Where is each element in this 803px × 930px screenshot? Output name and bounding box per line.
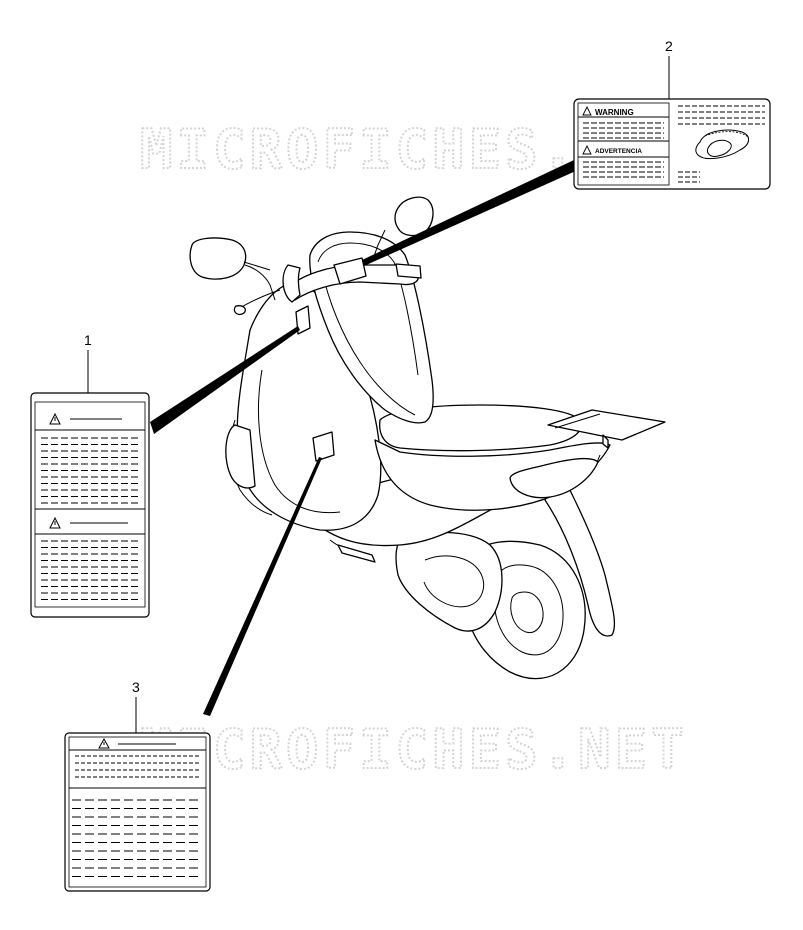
warning-triangle-icon <box>98 737 110 749</box>
leader-line-2 <box>362 160 578 266</box>
leader-line-3 <box>203 457 322 716</box>
leader-line-1 <box>150 326 300 434</box>
warning-triangle-icon <box>582 105 592 116</box>
watermark-bottom: MICROFICHES.NET <box>140 718 688 781</box>
seat-illustration <box>695 129 749 160</box>
label-2: WARNING ADVERTENCIA <box>573 98 771 190</box>
callout-number-1: 1 <box>84 332 92 348</box>
warning-triangle-icon <box>582 144 592 155</box>
scooter-illustration <box>189 196 666 680</box>
warning-triangle-icon <box>49 516 61 529</box>
callout-number-2: 2 <box>665 38 673 54</box>
label-3 <box>64 732 211 892</box>
callout-number-3: 3 <box>132 679 140 695</box>
label-1 <box>30 392 150 618</box>
warning-triangle-icon <box>49 412 61 425</box>
label-2-warning-title: WARNING <box>595 108 634 117</box>
label-2-advertencia-title: ADVERTENCIA <box>595 148 642 155</box>
